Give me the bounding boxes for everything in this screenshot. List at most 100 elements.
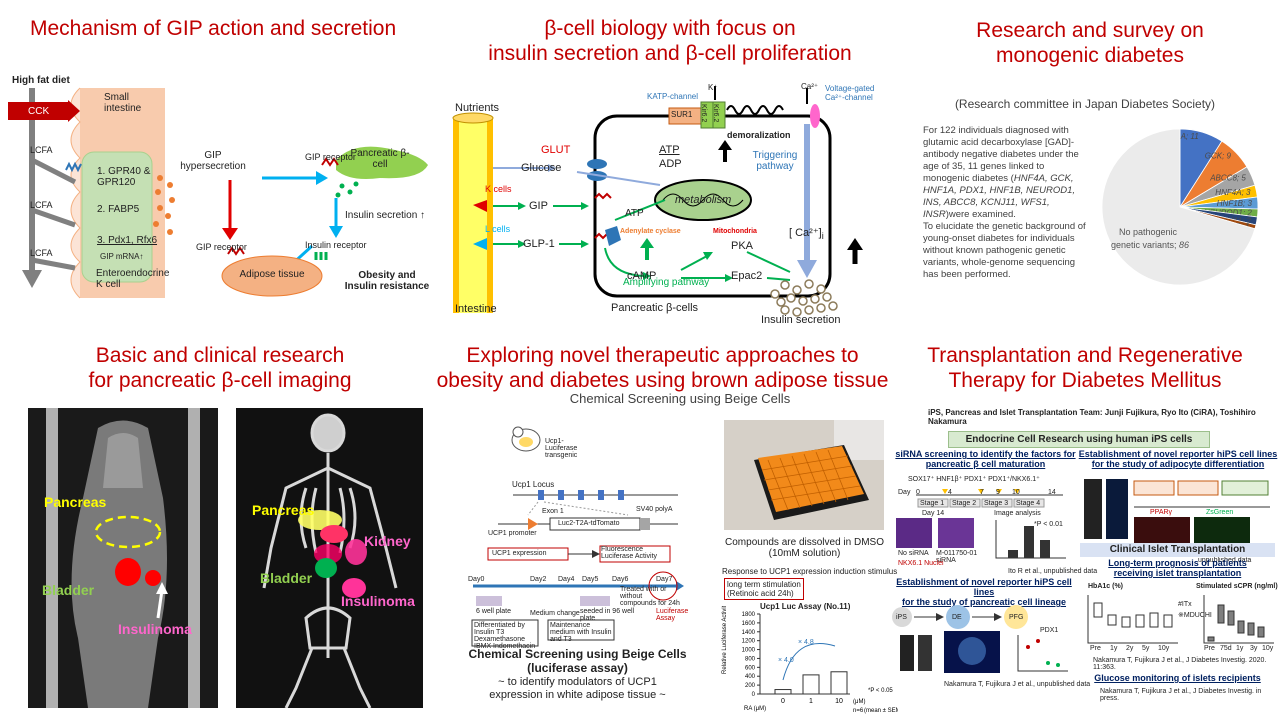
k-cell-marker [473, 200, 487, 212]
clinical-header: Clinical Islet Transplantation [1080, 543, 1275, 557]
gip-receptor-bottom-label: GIP receptor [196, 242, 247, 252]
longterm-line2: receiving islet transplantation [1113, 568, 1242, 578]
atp-to-camp-arrow [614, 199, 666, 221]
bar-y-tick-label: 1000 [742, 648, 756, 654]
title-transplant: Transplantation and Regenerative Therapy… [905, 343, 1265, 393]
caption-line1: Chemical Screening using Beige Cells [468, 647, 687, 661]
ucp1-locus-label: Ucp1 Locus [512, 480, 555, 489]
title-imaging-line1: Basic and clinical research [95, 344, 345, 367]
day-7: 7 [980, 489, 984, 496]
longterm-line1: Long-term prognosis of patients [1108, 558, 1247, 568]
scpr-x-pre: Pre [1204, 645, 1215, 652]
k-cells-label: K cells [485, 184, 512, 194]
no-sirna-label: No siRNA [898, 550, 929, 557]
pancreas-label-2: Pancreas [252, 502, 315, 518]
lcfa-arrow-3 [31, 257, 76, 271]
nutrients-label: Nutrients [455, 102, 500, 114]
sirna-heading: siRNA screening to identify the factors … [893, 449, 1078, 469]
epac2-label: Epac2 [731, 270, 763, 282]
maintenance-label: Maintenance medium with Insulin and T3 [550, 622, 612, 643]
nakamura-panc-citation: Nakamura T, Fujikura J et al., unpublish… [944, 681, 1091, 688]
bar-y-tick-label: 800 [745, 656, 756, 662]
insulinoma-spot-1 [145, 570, 161, 586]
bladder-label-1: Bladder [42, 582, 95, 598]
imaging-panel: Pancreas Bladder Insulinoma Pancreas Kid… [28, 408, 423, 708]
lineage-ips: iPS [896, 614, 907, 621]
atp-label-top: ATP [659, 144, 680, 156]
pdx1-rfx6-label: 3. Pdx1, Rfx6 [97, 235, 158, 246]
insulinoma-label-1: Insulinoma [118, 621, 192, 637]
bar-y-tick-label: 400 [745, 674, 756, 680]
plate-graphic [724, 420, 884, 530]
insulinoma-spot-2 [342, 578, 366, 598]
nkx-label: NKX6.1 Nuclei [898, 560, 944, 567]
mitochondria-label: Mitochondria [713, 228, 757, 235]
medium-change-label: Medium change [530, 610, 580, 617]
genes-list: HNF4A, GCK, HNF1A, PDX1, HNF1B, NEUROD1,… [923, 173, 1076, 220]
bar-x-label: 1 [809, 698, 813, 705]
day-14: 14 [1048, 489, 1056, 496]
timeline-day2: Day2 [530, 576, 547, 583]
bar-y-tick-label: 1600 [742, 621, 756, 627]
glp1-label: GLP-1 [523, 238, 555, 250]
gip-receptor-bottom-shape [227, 246, 245, 256]
timeline-day0: Day0 [468, 576, 485, 583]
gip-diagram: High fat diet CCK Small intestine LCFA L… [0, 70, 440, 310]
hba1c-boxplot [1087, 595, 1178, 644]
brown-adipose-panel: Chemical Screening using Beige Cells Ucp… [460, 390, 900, 715]
timeline-day5: Day5 [582, 576, 599, 583]
title-brown-adipose: Exploring novel therapeutic approaches t… [405, 343, 920, 393]
intestine-villi [70, 87, 81, 299]
mouse-skeleton-graphic [262, 413, 398, 708]
pancreatic-beta-label: Pancreatic β-cell [350, 148, 410, 170]
adipo-scheme [1133, 480, 1270, 508]
bar-1 [802, 674, 820, 695]
stage2-label: Stage 2 [952, 500, 977, 507]
insulin-secretion-label: Insulin secretion [761, 314, 841, 326]
day-9: 9 [996, 489, 1000, 496]
day14-label: Day 14 [922, 510, 945, 517]
timeline-day4: Day4 [558, 576, 575, 583]
exon1-label: Exon 1 [542, 508, 564, 515]
gene-markers: SOX17⁺ HNF1β⁺ PDX1⁺ PDX1⁺/NKX6.1⁺ [908, 476, 1040, 483]
k-cell-shape [81, 151, 153, 283]
bar-fold-curve [782, 643, 836, 681]
ca-channel [810, 104, 820, 128]
longterm-heading: Long-term prognosis of patients receivin… [1080, 558, 1275, 578]
obesity-label: Obesity and Insulin resistance [344, 270, 430, 292]
lineage-de: DE [952, 614, 962, 621]
gpr40-label: 1. GPR40 & GPR120 [97, 166, 151, 188]
committee-label: (Research committee in Japan Diabetes So… [954, 97, 1216, 111]
m-sirna-label: M-011750-01 siRNA [936, 550, 978, 564]
voltage-gated-label: Voltage-gated Ca²⁺-channel [825, 84, 875, 102]
cck-label: CCK [28, 106, 50, 117]
caption-line3: ~ to identify modulators of UCP1 [498, 676, 657, 688]
six-well-label: 6 well plate [476, 608, 512, 615]
bar-y-axis-label: Relative Luciferase Activity (% of 0 μM) [722, 606, 728, 674]
caption-line2: (luciferase assay) [527, 661, 628, 675]
kir62-label-1: Kir6.2 [700, 104, 707, 123]
gip-dots [153, 175, 175, 235]
ucp1-expression-label: UCP1 expression [492, 550, 547, 557]
insulinoma-label-2: Insulinoma [341, 593, 415, 609]
bladder-label-2: Bladder [260, 570, 313, 586]
sirna-image-1 [896, 518, 932, 548]
timeline-day6: Day6 [612, 576, 629, 583]
camp-label: cAMP [627, 270, 657, 282]
bar-x-label: 10 [835, 698, 843, 705]
adipose-tissue-label: Adipose tissue [239, 269, 305, 280]
bar-ra-label: RA (μM) [744, 706, 766, 712]
pie-label-hnf1b: HNF1B; 3 [1217, 199, 1253, 208]
monogenic-description: For 122 individuals diagnosed with gluta… [923, 125, 1093, 281]
gip-mrna-label: GIP mRNA↑ [100, 252, 144, 261]
hba1c-x-pre: Pre [1090, 645, 1101, 652]
luc2-label: Luc2-T2A-tdTomato [558, 520, 620, 527]
pie-label-no-pathogenic-line2: genetic variants; 86 [1111, 240, 1189, 250]
ucp1-mouse-label: Ucp1-Luciferase transgenic [545, 438, 578, 459]
adenylate-cyclase-shape [605, 226, 621, 246]
pie-label-hnf4a: HNF4A; 3 [1215, 188, 1251, 197]
kidney-label: Kidney [364, 533, 411, 549]
para1-text: For 122 individuals diagnosed with gluta… [923, 125, 1079, 184]
